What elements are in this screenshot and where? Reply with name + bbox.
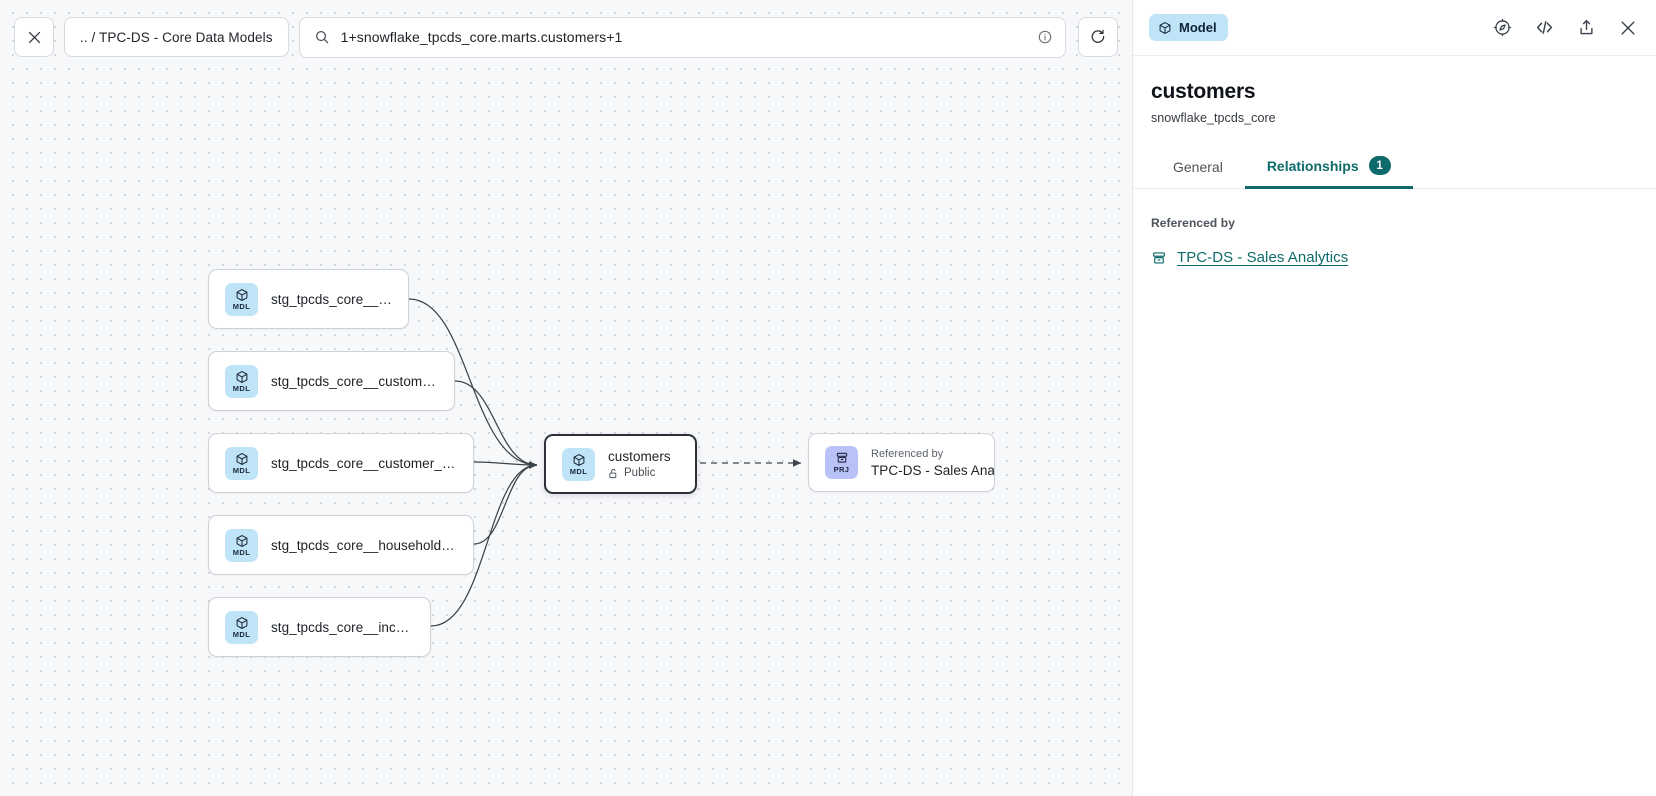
asset-type-label: Model bbox=[1179, 20, 1217, 35]
close-icon bbox=[28, 31, 40, 43]
asset-type-pill[interactable]: Model bbox=[1149, 14, 1228, 41]
details-panel: Model custom bbox=[1132, 0, 1656, 796]
lineage-canvas[interactable]: MDL stg_tpcds_core__customer MDL stg_tpc… bbox=[0, 0, 1132, 796]
close-icon[interactable] bbox=[1618, 18, 1638, 38]
model-badge: MDL bbox=[225, 528, 258, 562]
node-title: customers bbox=[608, 449, 671, 464]
close-lineage-button[interactable] bbox=[14, 17, 54, 57]
breadcrumb-button[interactable]: .. / TPC-DS - Core Data Models bbox=[64, 17, 289, 57]
relationships-content: Referenced by TPC-DS - Sales Analytics bbox=[1133, 189, 1656, 266]
lineage-node-stg-customer[interactable]: MDL stg_tpcds_core__customer bbox=[208, 269, 409, 329]
breadcrumb: .. / TPC-DS - Core Data Models bbox=[80, 29, 273, 45]
edge-customer-demographics-to-customers bbox=[473, 461, 538, 469]
model-badge: MDL bbox=[225, 282, 258, 316]
node-text-stack: Referenced by TPC-DS - Sales Analytics bbox=[871, 447, 995, 478]
badge-text: PRJ bbox=[833, 465, 850, 475]
badge-text: MDL bbox=[232, 301, 251, 311]
model-badge: MDL bbox=[562, 447, 595, 481]
lineage-node-stg-household-demographics[interactable]: MDL stg_tpcds_core__household_demogr… bbox=[208, 515, 474, 575]
cube-icon bbox=[236, 370, 247, 383]
search-icon bbox=[315, 31, 328, 44]
explore-compass-icon[interactable] bbox=[1493, 18, 1512, 37]
badge-text: MDL bbox=[232, 629, 251, 639]
project-badge: PRJ bbox=[825, 446, 858, 479]
info-circle-icon[interactable] bbox=[1037, 29, 1053, 45]
cube-icon bbox=[236, 616, 247, 629]
page-subtitle: snowflake_tpcds_core bbox=[1151, 111, 1276, 125]
project-icon bbox=[836, 453, 847, 463]
lineage-search-box[interactable] bbox=[298, 16, 1066, 58]
lineage-node-stg-customer-demographics[interactable]: MDL stg_tpcds_core__customer_demogra… bbox=[208, 433, 474, 493]
tab-count-badge: 1 bbox=[1368, 156, 1391, 175]
edge-household-demographics-to-customers bbox=[473, 461, 538, 545]
details-panel-header: Model bbox=[1133, 0, 1656, 56]
tab-relationships[interactable]: Relationships 1 bbox=[1244, 156, 1413, 189]
node-kicker: Referenced by bbox=[871, 447, 944, 460]
lineage-node-customers-selected[interactable]: MDL customers Public bbox=[544, 434, 697, 494]
node-label: stg_tpcds_core__customer_demogra… bbox=[271, 455, 457, 471]
cube-icon bbox=[1159, 21, 1171, 34]
tab-label: Relationships bbox=[1266, 157, 1359, 174]
node-visibility: Public bbox=[608, 467, 671, 479]
badge-text: MDL bbox=[232, 547, 251, 557]
share-icon[interactable] bbox=[1577, 18, 1596, 37]
search-input[interactable] bbox=[340, 29, 1026, 45]
lineage-node-project-sales-analytics[interactable]: PRJ Referenced by TPC-DS - Sales Analyti… bbox=[808, 433, 995, 492]
node-visibility-label: Public bbox=[624, 467, 656, 479]
cube-icon bbox=[236, 288, 247, 301]
cube-icon bbox=[236, 452, 247, 465]
cube-icon bbox=[236, 534, 247, 547]
badge-text: MDL bbox=[569, 466, 588, 476]
code-icon[interactable] bbox=[1534, 17, 1555, 38]
reference-item-sales-analytics[interactable]: TPC-DS - Sales Analytics bbox=[1151, 249, 1634, 266]
referenced-by-label: Referenced by bbox=[1151, 216, 1235, 230]
lineage-node-stg-customer-address[interactable]: MDL stg_tpcds_core__customer_address bbox=[208, 351, 455, 411]
badge-text: MDL bbox=[232, 383, 251, 393]
cube-icon bbox=[573, 453, 584, 466]
lineage-node-stg-income-band[interactable]: MDL stg_tpcds_core__income_band bbox=[208, 597, 431, 657]
project-icon bbox=[1153, 251, 1165, 264]
model-badge: MDL bbox=[225, 364, 258, 398]
model-badge: MDL bbox=[225, 610, 258, 644]
model-badge: MDL bbox=[225, 446, 258, 480]
page-title: customers bbox=[1151, 80, 1256, 103]
details-panel-title-area: customers snowflake_tpcds_core bbox=[1133, 56, 1656, 125]
node-label: stg_tpcds_core__household_demogr… bbox=[271, 537, 457, 553]
refresh-button[interactable] bbox=[1078, 17, 1118, 57]
tab-label: General bbox=[1173, 159, 1223, 175]
node-label: stg_tpcds_core__customer bbox=[271, 291, 392, 307]
details-tabs: General Relationships 1 bbox=[1133, 156, 1656, 189]
lineage-toolbar: .. / TPC-DS - Core Data Models bbox=[0, 0, 1132, 74]
panel-actions bbox=[1493, 17, 1638, 38]
reference-link[interactable]: TPC-DS - Sales Analytics bbox=[1177, 249, 1349, 266]
lineage-edges bbox=[408, 298, 802, 627]
node-title: TPC-DS - Sales Analytics bbox=[871, 462, 995, 478]
node-label: stg_tpcds_core__customer_address bbox=[271, 373, 438, 389]
tab-general[interactable]: General bbox=[1151, 159, 1245, 189]
badge-text: MDL bbox=[232, 465, 251, 475]
unlock-icon bbox=[609, 468, 617, 478]
node-label: stg_tpcds_core__income_band bbox=[271, 619, 414, 635]
refresh-icon bbox=[1091, 29, 1105, 43]
node-text-stack: customers Public bbox=[608, 449, 671, 479]
